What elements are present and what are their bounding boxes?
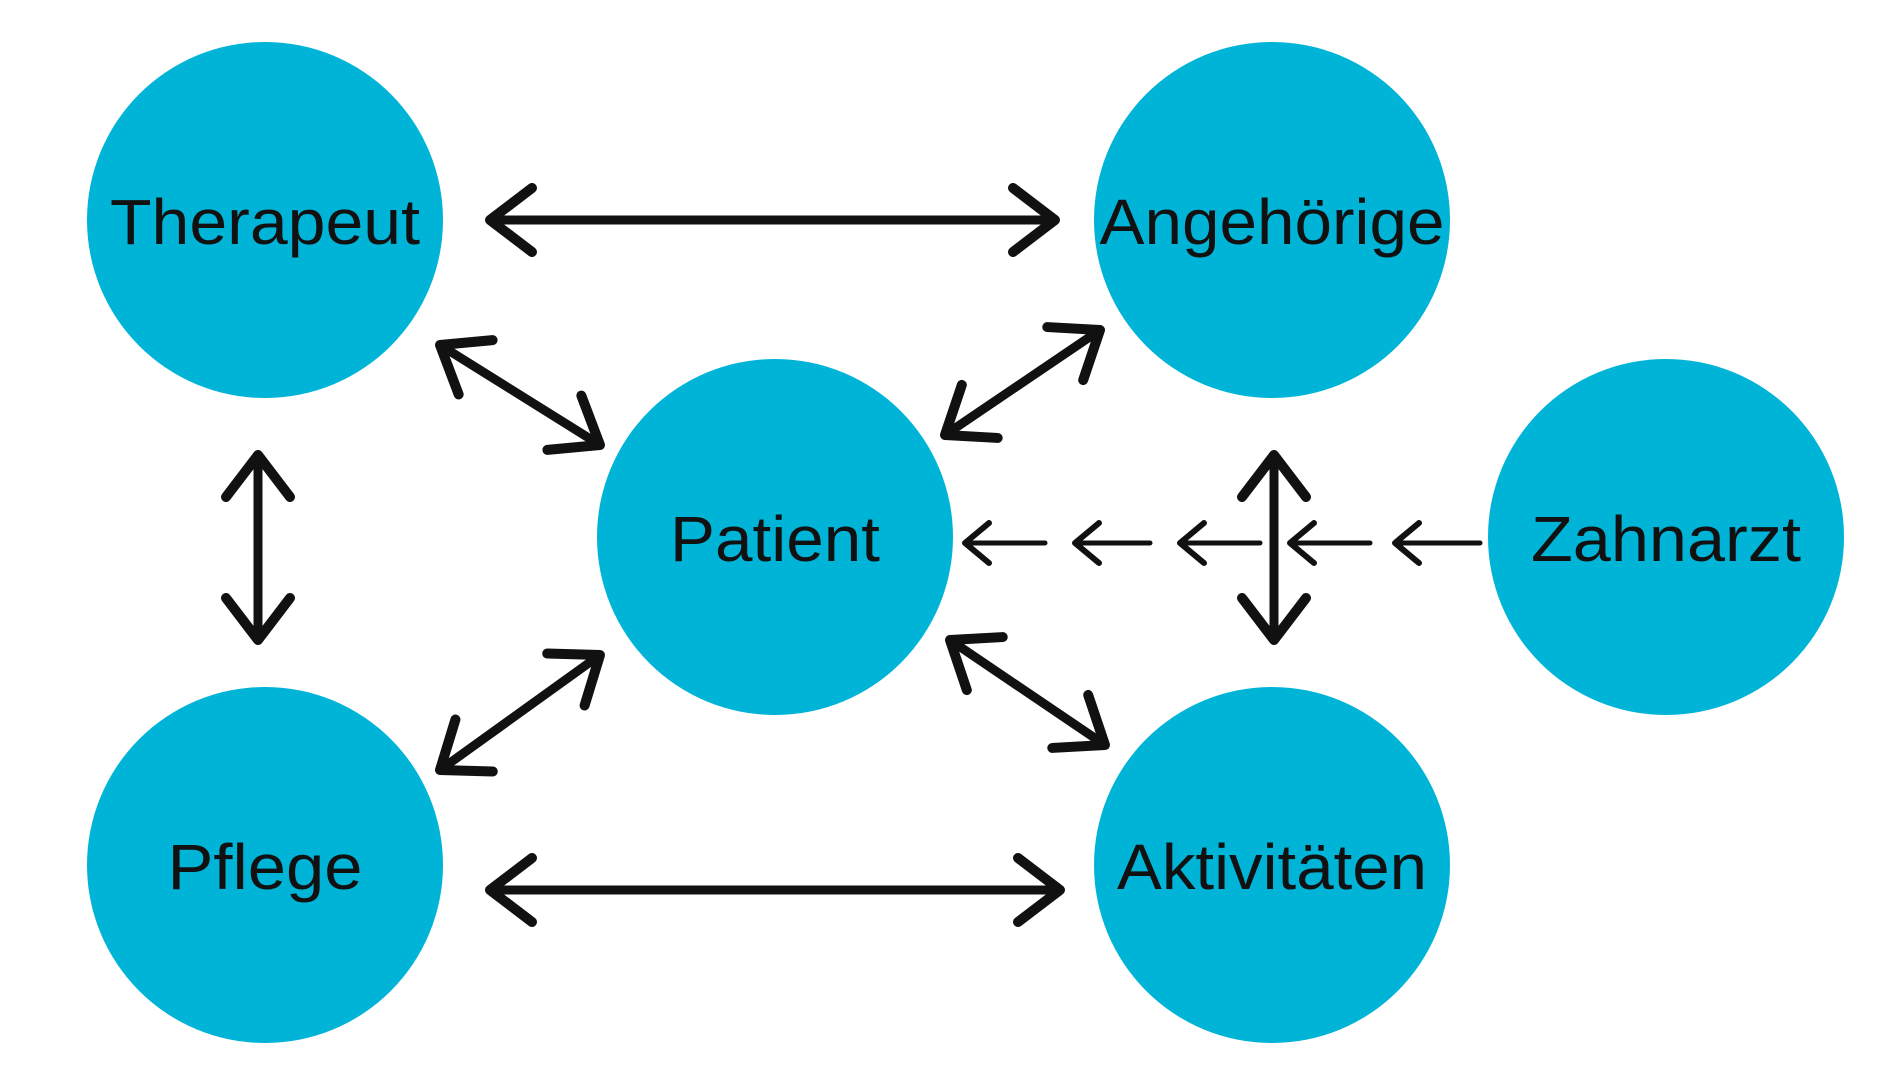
edge-pflege-aktivitaeten [485,853,1065,927]
arrowhead-icon [221,450,295,502]
edge-aktivitaeten-patient [945,632,1110,753]
node-label: Therapeut [110,186,420,258]
node-label: Patient [670,503,880,575]
arrow-line [950,638,1105,747]
arrowhead-icon [542,648,605,711]
node-pflege: Pflege [87,687,443,1043]
edge-angehoerige-aktivitaeten [1237,450,1311,645]
arrowhead-icon [1177,520,1207,566]
arrowhead-icon [1072,520,1102,566]
edge-angehoerige-patient [940,322,1105,443]
arrowhead-icon [1237,450,1311,502]
edge-therapeut-angehoerige [485,183,1060,257]
arrowhead-icon [1392,520,1422,566]
edges-layer [221,183,1483,927]
edge-pflege-patient [435,648,605,777]
arrowhead-icon [485,853,537,927]
node-therapeut: Therapeut [87,42,443,398]
arrowhead-icon [1047,689,1110,753]
edge-zahnarzt-patient [962,520,1483,566]
arrowhead-icon [1237,593,1311,645]
arrow-line [945,328,1100,437]
arrowhead-icon [1008,183,1060,257]
arrowhead-icon [945,632,1008,696]
node-aktivitaeten: Aktivitäten [1094,687,1450,1043]
arrowhead-icon [542,390,605,455]
arrowhead-icon [435,714,498,777]
node-zahnarzt: Zahnarzt [1488,359,1844,715]
node-angehoerige: Angehörige [1094,42,1450,398]
arrowhead-icon [962,520,992,566]
node-circle [87,687,443,1043]
arrowhead-icon [940,379,1003,443]
edge-therapeut-pflege [221,450,295,645]
node-label: Zahnarzt [1531,503,1801,575]
node-circle [1094,687,1450,1043]
node-circle [87,42,443,398]
edge-therapeut-patient [435,335,605,455]
arrowhead-icon [485,183,537,257]
node-label: Angehörige [1100,186,1445,258]
node-circle [1488,359,1844,715]
arrow-line [440,343,600,447]
arrowhead-icon [1013,853,1065,927]
arrowhead-icon [221,593,295,645]
arrowhead-icon [1287,520,1317,566]
arrowhead-icon [1042,322,1105,386]
node-patient: Patient [597,359,953,715]
node-circle [597,359,953,715]
arrowhead-icon [435,335,498,400]
node-label: Aktivitäten [1117,831,1427,903]
node-label: Pflege [168,831,363,903]
node-circle [1094,42,1450,398]
arrow-line [440,654,600,771]
